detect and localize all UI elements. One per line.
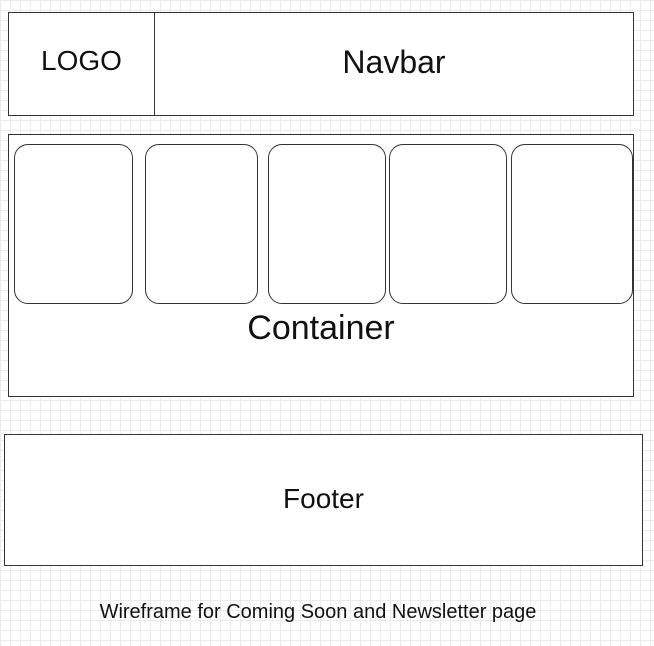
footer-box: Footer xyxy=(4,434,643,566)
content-card xyxy=(14,144,133,304)
content-card xyxy=(511,144,633,304)
content-card xyxy=(389,144,507,304)
content-card xyxy=(145,144,258,304)
navbar-label: Navbar xyxy=(342,44,446,80)
navbar-box: Navbar xyxy=(154,12,634,116)
logo-box: LOGO xyxy=(8,12,155,116)
diagram-caption: Wireframe for Coming Soon and Newsletter… xyxy=(99,601,537,623)
container-box: Container xyxy=(8,134,634,397)
logo-label: LOGO xyxy=(41,45,122,76)
content-card xyxy=(268,144,386,304)
container-label: Container xyxy=(247,309,395,347)
footer-label: Footer xyxy=(283,483,364,514)
